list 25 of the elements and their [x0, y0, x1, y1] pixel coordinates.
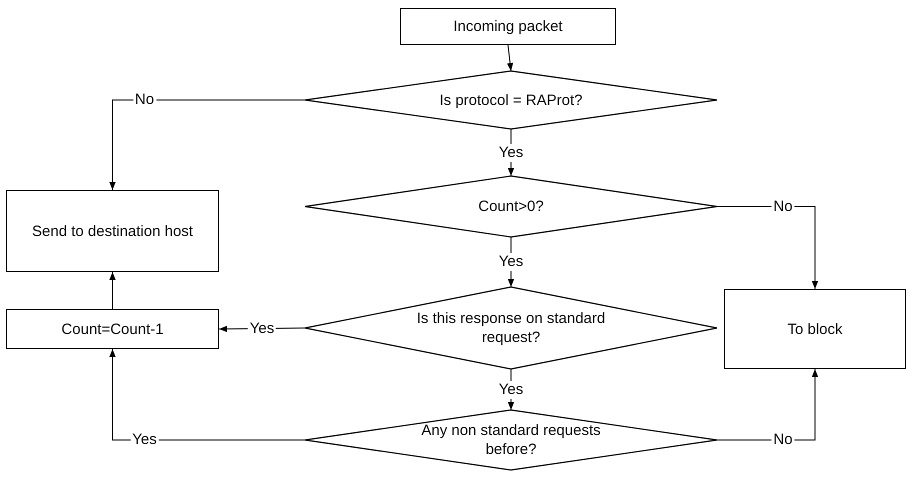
edge-label: Yes	[496, 144, 526, 162]
process-box	[6, 190, 219, 272]
arrow	[109, 100, 306, 190]
process-box	[6, 309, 219, 349]
decision-diamond	[305, 287, 717, 369]
node-text: To block	[787, 320, 843, 338]
process-box	[724, 289, 906, 369]
node-text: Is protocol = RAProt?	[440, 90, 582, 110]
decision-diamond	[305, 410, 717, 470]
node-text: Any non standard requests before?	[420, 421, 602, 459]
arrow	[109, 272, 116, 310]
arrow	[109, 348, 306, 440]
edge-label: Yes	[496, 253, 526, 271]
node-text: Is this response on standard request?	[416, 309, 606, 347]
edge-label: Yes	[496, 380, 526, 398]
arrow	[506, 44, 514, 72]
arrow	[716, 206, 818, 290]
arrow	[716, 368, 818, 440]
node-text: Count=Count-1	[61, 320, 164, 338]
node-text: Incoming packet	[453, 17, 563, 36]
process-box	[400, 8, 616, 45]
decision-diamond	[305, 71, 717, 129]
node-text: Count>0?	[478, 197, 544, 216]
decision-diamond	[305, 176, 717, 237]
node-text: Send to destination host	[32, 222, 193, 240]
